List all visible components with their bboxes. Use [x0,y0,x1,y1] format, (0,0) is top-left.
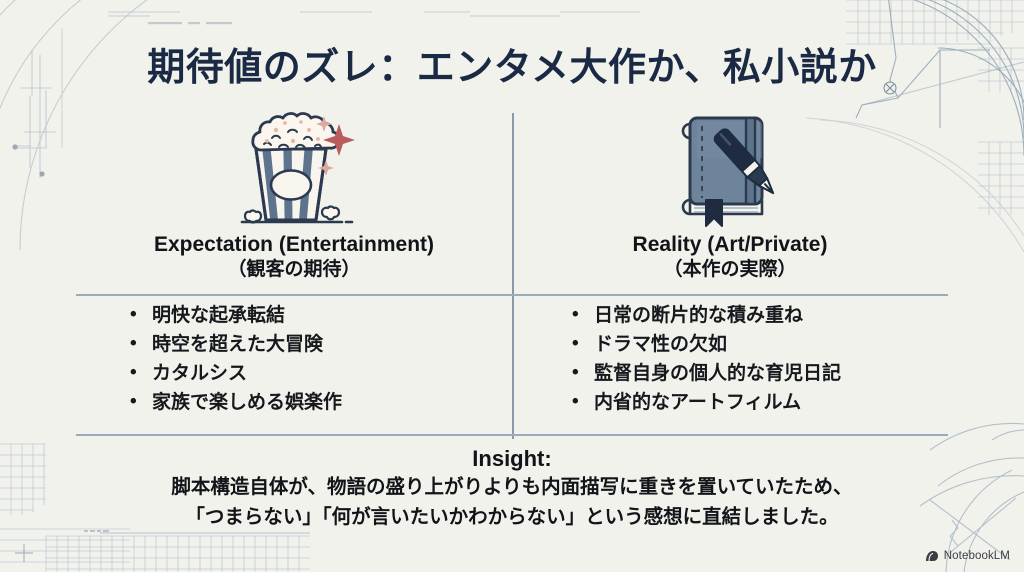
list-item: 日常の断片的な積み重ね [572,301,948,331]
watermark-label: NotebookLM [943,550,1010,562]
column-reality: Reality (Art/Private) （本作の実際） 日常の断片的な積み重… [512,104,948,436]
notebooklm-logo-icon [925,551,938,562]
insight-line-2: 「つまらない」「何が言いたいかわからない」という感想に直結しました。 [185,506,839,529]
bullet-list-reality: 日常の断片的な積み重ね ドラマ性の欠如 監督自身の個人的な育児日記 内省的なアー… [512,301,948,418]
heading-sub: （観客の期待） [227,259,361,281]
list-item: ドラマ性の欠如 [572,330,948,360]
comparison-grid: Expectation (Entertainment) （観客の期待） 明快な起… [76,104,948,439]
bullet-list-expectation: 明快な起承転結 時空を超えた大冒険 カタルシス 家族で楽しめる娯楽作 [76,301,512,418]
popcorn-icon [240,111,355,224]
footer-divider [76,434,948,436]
column-heading-reality: Reality (Art/Private) （本作の実際） [512,232,948,282]
popcorn-icon-wrap [76,106,512,231]
list-item: 時空を超えた大冒険 [130,330,512,360]
sparkle-large [323,123,355,156]
list-item: 監督自身の個人的な育児日記 [572,359,948,389]
column-heading-expectation: Expectation (Entertainment) （観客の期待） [76,232,512,282]
notebooklm-watermark: NotebookLM [925,550,1010,562]
notebook-pen-icon-wrap [512,106,948,231]
page-title: 期待値のズレ：エンタメ大作か、私小説か [147,47,877,89]
heading-main: Reality (Art/Private) [632,233,828,256]
list-item: 明快な起承転結 [130,301,512,331]
sparkle-small-bottom [318,159,334,176]
list-item: 家族で楽しめる娯楽作 [130,388,512,418]
column-expectation: Expectation (Entertainment) （観客の期待） 明快な起… [76,104,512,436]
header-divider [76,294,948,296]
insight-block: Insight: 脚本構造自体が、物語の盛り上がりよりも内面描写に重きを置いてい… [0,446,1024,532]
list-item: カタルシス [130,359,512,389]
vertical-divider [512,113,514,439]
heading-sub: （本作の実際） [663,259,797,281]
notebook-pen-icon [681,116,775,227]
insight-label: Insight: [472,446,552,471]
heading-main: Expectation (Entertainment) [153,233,435,256]
insight-line-1: 脚本構造自体が、物語の盛り上がりよりも内面描写に重きを置いていたため、 [171,476,853,499]
sparkle-small-top [316,115,332,132]
list-item: 内省的なアートフィルム [572,388,948,418]
